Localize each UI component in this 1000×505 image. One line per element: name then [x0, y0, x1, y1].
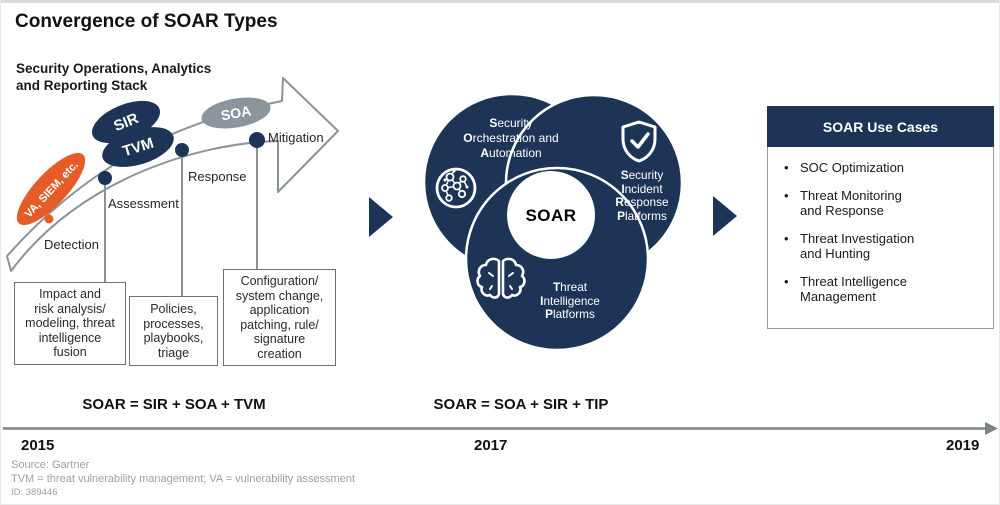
use-case-text: Threat Intelligence Management: [800, 273, 907, 305]
use-case-text: SOC Optimization: [800, 160, 905, 175]
year-2015: 2015: [21, 437, 55, 454]
source-note: Source: Gartner: [11, 459, 90, 471]
soa-ellipse: SOA: [201, 97, 271, 129]
page-title: Convergence of SOAR Types: [15, 11, 278, 32]
figure-id: ID: 389446: [11, 487, 58, 498]
network-globe-icon: [435, 167, 477, 209]
formula-2017: SOAR = SOA + SIR + TIP: [433, 396, 609, 413]
mitigation-dot: [249, 132, 265, 148]
configuration-box: Configuration/ system change, applicatio…: [223, 269, 336, 366]
abbreviation-note: TVM = threat vulnerability management; V…: [11, 473, 356, 485]
flow-arrow-icon-2: [713, 196, 737, 236]
bullet-icon: •: [784, 160, 789, 175]
impact-box-text: Impact and risk analysis/ modeling, thre…: [25, 287, 115, 360]
soa-line: Security: [489, 116, 533, 130]
soar-center-label: SOAR: [525, 206, 577, 225]
detection-label: Detection: [44, 237, 99, 252]
tip-line: Intelligence: [540, 293, 600, 308]
response-dot: [175, 143, 189, 157]
top-border-band: [1, 0, 999, 3]
timeline-arrow-icon: [985, 422, 998, 435]
sir-line: Response: [615, 195, 669, 209]
use-case-item: • SOC Optimization: [784, 160, 983, 176]
impact-box: Impact and risk analysis/ modeling, thre…: [14, 282, 126, 365]
policies-box-text: Policies, processes, playbooks, triage: [143, 302, 204, 360]
tip-circle-label: Threat Intelligence Platforms: [510, 280, 630, 322]
soa-line: Automation: [480, 146, 542, 160]
formula-2015: SOAR = SIR + SOA + TVM: [82, 396, 266, 413]
stack-heading: Security Operations, Analytics and Repor…: [16, 61, 212, 94]
brain-icon: [476, 257, 526, 299]
year-2017: 2017: [474, 437, 508, 454]
detection-dot: [44, 214, 54, 224]
sir-line: Platforms: [617, 208, 667, 223]
policies-box: Policies, processes, playbooks, triage: [129, 296, 218, 366]
response-label: Response: [188, 169, 247, 184]
soa-circle-label: Security Orchestration and Automation: [421, 116, 601, 161]
soa-line: Orchestration and: [463, 131, 559, 145]
tip-line: Platforms: [545, 307, 595, 321]
mitigation-label: Mitigation: [268, 130, 324, 145]
year-2019: 2019: [946, 437, 980, 454]
use-cases-header: SOAR Use Cases: [767, 106, 994, 147]
use-case-item: • Threat Monitoring and Response: [784, 188, 983, 219]
bullet-icon: •: [784, 273, 789, 289]
timeline-axis: [3, 422, 998, 435]
shield-check-icon: [621, 120, 657, 163]
sir-circle-label: Security Incident Response Platforms: [592, 168, 692, 223]
use-case-text: Threat Monitoring and Response: [800, 187, 902, 219]
bullet-icon: •: [784, 187, 789, 203]
sir-line: Security: [620, 168, 664, 182]
flow-arrow-icon-1: [369, 197, 393, 237]
soa-ellipse-label: SOA: [220, 102, 253, 123]
assessment-label: Assessment: [108, 196, 179, 211]
sir-line: Incident: [621, 181, 663, 196]
soar-center-circle: [507, 171, 595, 259]
configuration-box-text: Configuration/ system change, applicatio…: [235, 274, 324, 361]
block-arrow-shape: [6, 77, 339, 272]
maturity-arrow-diagram: Detection Assessment Response Mitigation…: [6, 77, 339, 297]
tvm-ellipse: TVM: [102, 127, 174, 167]
use-case-item: • Threat Investigation and Hunting: [784, 231, 983, 262]
use-case-item: • Threat Intelligence Management: [784, 274, 983, 305]
soar-venn-diagram: [422, 92, 684, 352]
bullet-icon: •: [784, 230, 789, 246]
assessment-dot: [98, 171, 112, 185]
tip-line: Threat: [552, 280, 588, 294]
use-case-text: Threat Investigation and Hunting: [800, 230, 915, 262]
soar-use-cases-panel: SOAR Use Cases • SOC Optimization • Threat…: [767, 106, 994, 329]
use-cases-body: • SOC Optimization • Threat Monitoring and…: [767, 147, 994, 329]
